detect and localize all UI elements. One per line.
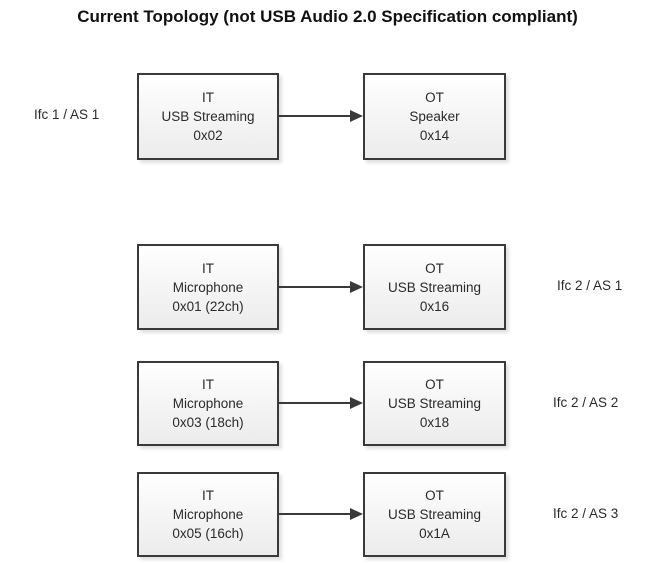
interface-label: Ifc 2 / AS 3 — [553, 506, 619, 521]
output-terminal-box: OT USB Streaming 0x16 — [363, 244, 506, 330]
terminal-id: 0x16 — [419, 298, 450, 314]
terminal-name: Microphone — [172, 396, 244, 411]
terminal-id: 0x01 (22ch) — [172, 298, 244, 314]
terminal-id: 0x1A — [419, 526, 450, 541]
terminal-name: USB Streaming — [387, 279, 482, 295]
terminal-type: IT — [202, 90, 214, 105]
terminal-name: Microphone — [172, 507, 244, 522]
terminal-type: IT — [202, 260, 214, 276]
terminal-name: Speaker — [409, 109, 460, 124]
terminal-id: 0x03 (18ch) — [172, 415, 244, 430]
output-terminal-box: OT Speaker 0x14 — [363, 73, 506, 160]
arrow-connector — [279, 110, 363, 122]
interface-label: Ifc 2 / AS 1 — [557, 278, 623, 293]
terminal-id: 0x14 — [419, 128, 450, 143]
terminal-name: Microphone — [172, 279, 244, 295]
terminal-name: USB Streaming — [161, 109, 255, 124]
terminal-type: OT — [425, 488, 444, 503]
terminal-name: USB Streaming — [387, 507, 482, 522]
interface-label: Ifc 2 / AS 2 — [553, 395, 619, 410]
input-terminal-box: IT Microphone 0x03 (18ch) — [137, 361, 279, 446]
input-terminal-box: IT Microphone 0x05 (16ch) — [137, 472, 279, 557]
input-terminal-box: IT Microphone 0x01 (22ch) — [137, 244, 279, 330]
terminal-type: OT — [425, 90, 444, 105]
terminal-id: 0x18 — [419, 415, 450, 430]
output-terminal-box: OT USB Streaming 0x18 — [363, 361, 506, 446]
output-terminal-box: OT USB Streaming 0x1A — [363, 472, 506, 557]
terminal-type: OT — [425, 260, 444, 276]
terminal-type: IT — [202, 377, 214, 392]
arrow-connector — [279, 281, 363, 293]
terminal-name: USB Streaming — [387, 396, 482, 411]
terminal-type: OT — [425, 377, 444, 392]
terminal-id: 0x02 — [193, 128, 223, 143]
arrow-connector — [279, 397, 363, 409]
terminal-id: 0x05 (16ch) — [172, 526, 244, 541]
diagram-title: Current Topology (not USB Audio 2.0 Spec… — [77, 7, 578, 26]
arrow-connector — [279, 508, 363, 520]
interface-label: Ifc 1 / AS 1 — [34, 107, 100, 122]
input-terminal-box: IT USB Streaming 0x02 — [137, 73, 279, 160]
terminal-type: IT — [202, 488, 214, 503]
